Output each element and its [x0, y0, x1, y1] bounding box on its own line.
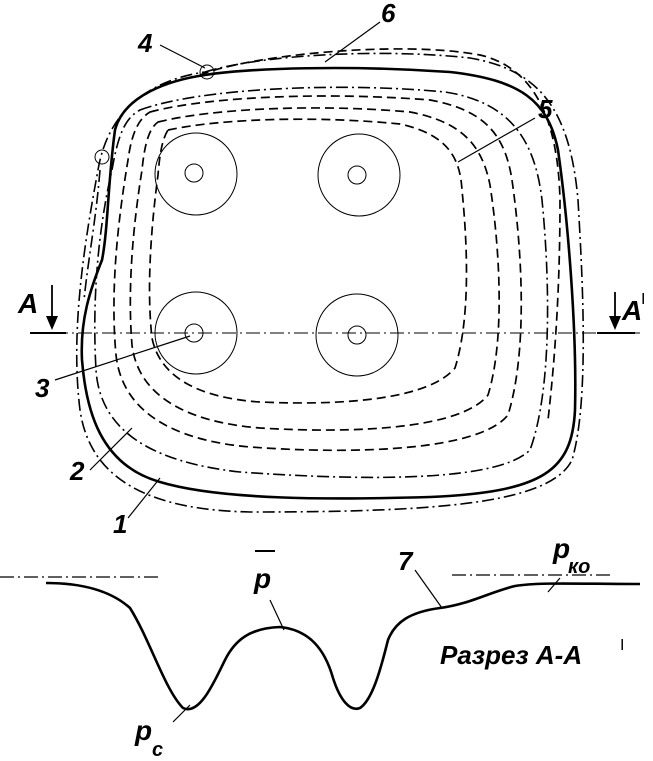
section-caption-prime: I — [620, 637, 624, 654]
label-pavg: p — [253, 550, 275, 594]
section-marker-left — [30, 285, 66, 334]
label-pc: p c — [134, 715, 163, 761]
contour-edge — [83, 169, 101, 301]
section-label-right: A — [621, 295, 642, 326]
marker-circle-4 — [199, 64, 215, 80]
contour-inner — [148, 118, 468, 404]
leader-3 — [54, 335, 191, 381]
section-label-left: A — [17, 288, 38, 319]
label-2: 2 — [69, 456, 85, 486]
section-caption: Разрез А-А — [440, 640, 582, 670]
section-label-right-prime: I — [641, 291, 645, 308]
svg-text:p: p — [552, 533, 570, 564]
label-7: 7 — [398, 546, 414, 576]
leader-4 — [159, 44, 206, 69]
contour-2 — [80, 66, 577, 500]
label-5: 5 — [538, 94, 553, 124]
leader-pko — [547, 577, 561, 593]
leader-5 — [457, 117, 536, 163]
leader-1 — [127, 477, 161, 519]
contour-5 — [129, 107, 501, 431]
leader-6 — [324, 21, 381, 63]
svg-text:c: c — [152, 739, 163, 761]
svg-text:p: p — [253, 563, 271, 594]
label-6: 6 — [381, 0, 396, 28]
leader-7 — [414, 569, 443, 609]
leader-2 — [89, 427, 133, 471]
marker-circle-left — [94, 149, 110, 165]
pressure-profile — [45, 581, 641, 711]
well-bottom-right — [315, 293, 399, 377]
label-pko: p ко — [552, 533, 590, 578]
leader-pavg — [269, 599, 285, 631]
section-marker-right — [597, 292, 635, 334]
svg-text:ко: ко — [568, 556, 590, 578]
contour-4 — [113, 95, 523, 452]
label-4: 4 — [137, 28, 153, 58]
well-top-left — [154, 132, 238, 216]
label-1: 1 — [113, 509, 127, 539]
contour-3 — [93, 86, 549, 479]
label-3: 3 — [35, 373, 50, 403]
well-top-right — [317, 133, 401, 217]
contour-1 — [75, 52, 585, 513]
contour-6 — [199, 48, 561, 421]
svg-text:p: p — [134, 715, 152, 746]
